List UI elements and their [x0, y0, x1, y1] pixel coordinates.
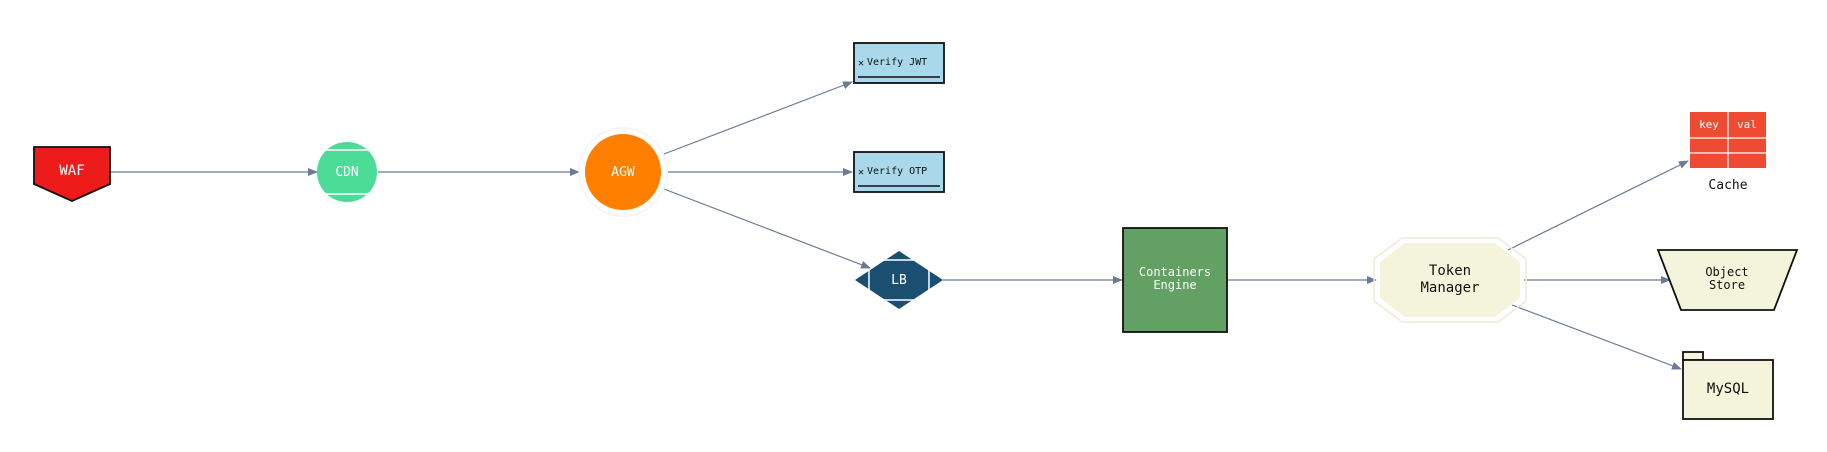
node-token-manager[interactable]: Token Manager: [1373, 237, 1527, 323]
lb-shape: [855, 251, 943, 309]
object-store-shape: [1656, 249, 1799, 311]
token-manager-label-line1: Token: [1429, 263, 1471, 279]
node-verify-jwt[interactable]: ✕ Verify JWT: [853, 42, 945, 84]
cache-col2-label: val: [1737, 118, 1757, 131]
containers-engine-label-line1: Containers: [1139, 265, 1211, 279]
cdn-shape: [317, 142, 377, 202]
node-agw[interactable]: AGW: [578, 127, 668, 217]
agw-shape: [585, 134, 661, 210]
node-mysql[interactable]: MySQL: [1682, 351, 1774, 420]
waf-shape: [33, 146, 111, 202]
edge-agw-verify-jwt: [663, 81, 853, 155]
node-cdn[interactable]: CDN: [317, 142, 377, 202]
object-store-label-line2: Store: [1709, 278, 1745, 292]
token-manager-shape: [1380, 243, 1520, 317]
mysql-shape: [1682, 359, 1774, 420]
cache-label: Cache: [1708, 178, 1747, 193]
node-verify-otp[interactable]: ✕ Verify OTP: [853, 151, 945, 193]
token-manager-label-line2: Manager: [1420, 280, 1479, 296]
close-icon: ✕: [858, 58, 864, 69]
containers-engine-shape: [1122, 227, 1228, 333]
close-icon: ✕: [858, 167, 864, 178]
object-store-label-line1: Object: [1705, 265, 1748, 279]
token-manager-outer: [1373, 237, 1527, 323]
verify-otp-label: Verify OTP: [867, 166, 927, 177]
agw-outer-ring: [578, 127, 668, 217]
cache-col1-label: key: [1699, 118, 1719, 131]
containers-engine-label-line2: Engine: [1153, 278, 1196, 292]
node-waf[interactable]: WAF: [33, 146, 111, 202]
node-containers-engine[interactable]: Containers Engine: [1122, 227, 1228, 333]
lb-label: LB: [891, 273, 907, 288]
agw-label: AGW: [611, 165, 635, 180]
edge-token-mysql: [1511, 304, 1682, 370]
edges: [110, 81, 1689, 370]
mysql-label: MySQL: [1707, 381, 1749, 397]
edge-agw-lb: [663, 188, 871, 269]
verify-jwt-label: Verify JWT: [867, 57, 927, 68]
edge-token-cache: [1507, 160, 1689, 251]
mysql-tab: [1682, 351, 1704, 361]
node-cache[interactable]: key val Cache: [1690, 112, 1766, 193]
waf-label: WAF: [59, 163, 84, 179]
node-object-store[interactable]: Object Store: [1656, 249, 1799, 311]
cdn-label: CDN: [335, 165, 358, 180]
node-lb[interactable]: LB: [855, 251, 943, 309]
